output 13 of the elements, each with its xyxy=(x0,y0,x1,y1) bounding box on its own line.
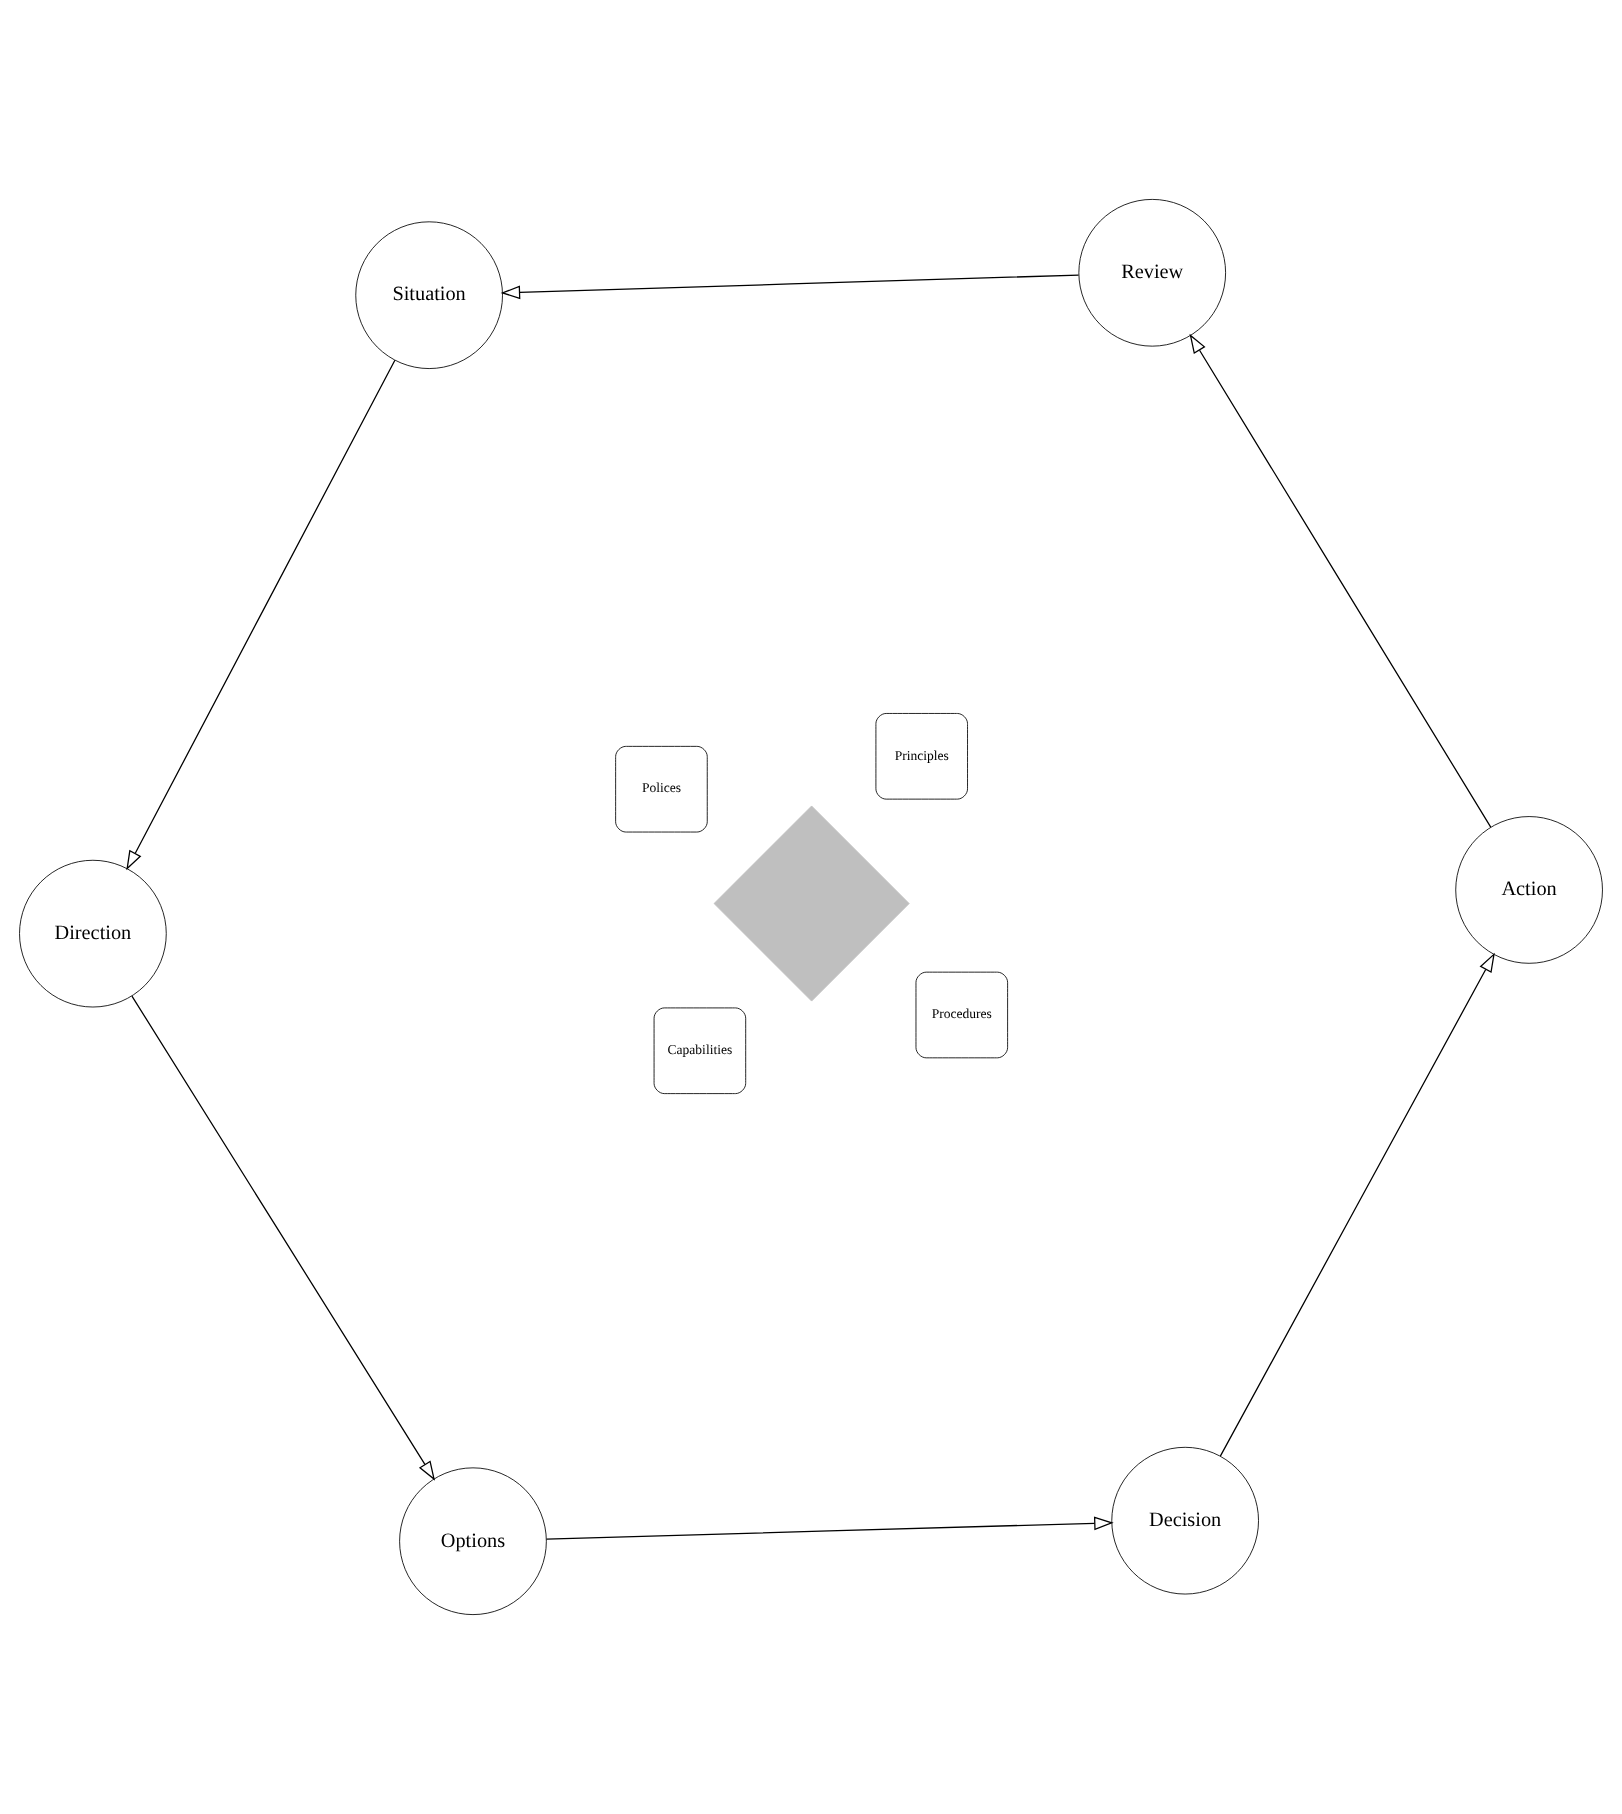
node-circle: Review xyxy=(1078,198,1227,347)
arrow xyxy=(500,274,1080,300)
arrow xyxy=(545,1516,1114,1540)
arrow xyxy=(126,359,396,871)
arrow xyxy=(131,995,436,1481)
node-circle: Options xyxy=(399,1467,547,1616)
arrow xyxy=(1189,333,1492,828)
node-diamond xyxy=(713,805,910,1002)
node-circle: Decision xyxy=(1111,1446,1259,1595)
node-circle: Action xyxy=(1455,816,1603,964)
node-circle: Situation xyxy=(355,221,503,369)
arrow xyxy=(1219,952,1495,1457)
node-circle: Direction xyxy=(19,859,167,1008)
